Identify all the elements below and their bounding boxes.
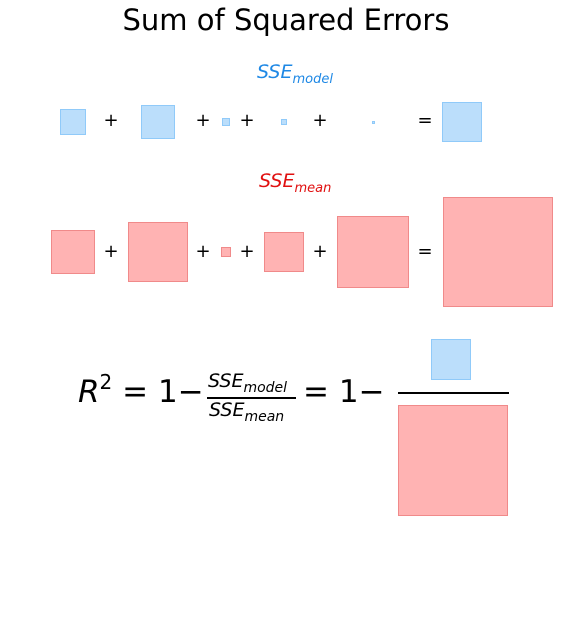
mean-error-square <box>51 230 95 274</box>
sse-model-label-sub: model <box>292 72 333 87</box>
sse-mean-label-main: SSE <box>259 170 295 192</box>
model-error-square <box>60 109 86 135</box>
model-total-square <box>441 101 483 143</box>
formula-denominator-main: SSE <box>209 399 245 421</box>
mean-plus-4: + <box>312 241 328 262</box>
formula-numerator-sub: model <box>243 380 288 396</box>
fraction-denominator-square <box>397 405 509 516</box>
formula-one-2: 1 <box>338 374 359 410</box>
model-equals: = <box>417 110 433 131</box>
mean-total-square <box>442 196 554 308</box>
model-plus-2: + <box>195 110 211 131</box>
sse-mean-label: SSEmean <box>259 169 331 196</box>
mean-error-square <box>264 232 304 272</box>
formula-exponent: 2 <box>99 370 113 394</box>
sse-model-label: SSEmodel <box>257 60 333 87</box>
r-squared-formula: R2 = 1− <box>78 370 204 410</box>
formula-denominator: SSEmean <box>209 399 284 425</box>
model-plus-1: + <box>103 110 119 131</box>
formula-minus-2: − <box>358 374 385 410</box>
visual-fraction-bar <box>398 392 509 394</box>
mean-plus-1: + <box>103 241 119 262</box>
formula-numerator-main: SSE <box>208 370 244 392</box>
formula-minus-1: − <box>177 374 204 410</box>
model-error-square <box>280 118 288 126</box>
formula-rhs: = 1− <box>303 374 385 410</box>
model-plus-4: + <box>312 110 328 131</box>
model-error-square <box>222 118 230 126</box>
mean-error-square <box>221 247 231 257</box>
formula-denominator-sub: mean <box>244 409 285 425</box>
formula-numerator: SSEmodel <box>208 370 287 396</box>
formula-one-1: 1 <box>157 374 178 410</box>
mean-plus-3: + <box>239 241 255 262</box>
model-plus-3: + <box>239 110 255 131</box>
sse-model-label-main: SSE <box>257 61 293 83</box>
model-error-square <box>371 120 375 124</box>
formula-equals-2: = <box>303 374 329 410</box>
sse-mean-label-sub: mean <box>294 181 332 196</box>
formula-r: R <box>78 374 100 410</box>
fraction-numerator-square <box>430 339 472 380</box>
mean-plus-2: + <box>195 241 211 262</box>
mean-error-square <box>128 222 188 282</box>
mean-error-square <box>337 216 409 288</box>
page-title: Sum of Squared Errors <box>122 3 450 37</box>
formula-fraction-bar <box>207 397 296 399</box>
formula-equals-1: = <box>122 374 149 410</box>
mean-equals: = <box>417 241 433 262</box>
model-error-square <box>140 104 176 140</box>
